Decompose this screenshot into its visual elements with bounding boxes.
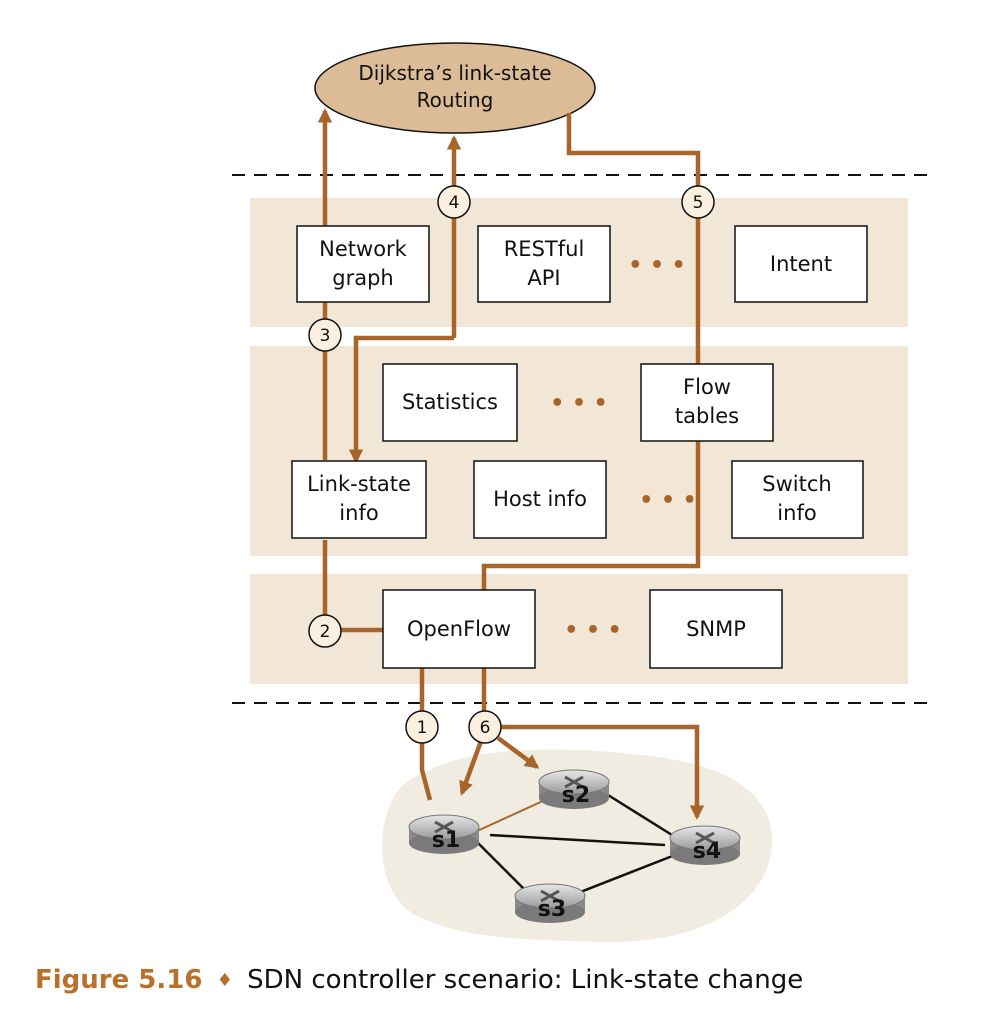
arrow-routing-to-flow-tables (566, 113, 701, 365)
step-1-label: 1 (417, 718, 428, 738)
statistics-box (382, 363, 518, 442)
link-state-info-label-line2: info (339, 501, 378, 525)
caption-separator: ♦ (216, 970, 233, 991)
routing-label-line2: Routing (417, 88, 494, 112)
step-badge-5: 5 (681, 185, 715, 219)
step-badge-3: 3 (308, 318, 342, 352)
sdn-diagram: Dijkstra’s link-state Routing Network gr… (232, 42, 935, 943)
router-cross-icon (540, 889, 560, 903)
intent-label: Intent (770, 252, 832, 276)
step-2-label: 2 (320, 622, 331, 642)
arrow-paths (317, 108, 705, 820)
caption-text: SDN controller scenario: Link-state chan… (247, 965, 804, 995)
southbound-ellipsis: • • • (564, 618, 622, 643)
host-info-box (473, 460, 607, 539)
flow-tables-box (640, 363, 774, 442)
figure-number: Figure 5.16 (35, 965, 203, 995)
step-badge-2: 2 (308, 614, 342, 648)
openflow-box (382, 589, 536, 669)
network-graph-label-line2: graph (332, 266, 393, 290)
router-cross-icon (695, 831, 715, 845)
link-s2-s4 (599, 788, 681, 842)
arrow-flow-tables-to-openflow (481, 440, 701, 590)
switch-s2: s2 (538, 769, 610, 809)
network-graph-box (296, 225, 430, 303)
link-s1-s2 (474, 799, 546, 833)
flow-tables-label-line2: tables (675, 404, 739, 428)
link-s1-s3 (474, 839, 531, 896)
link-s1-s4 (489, 833, 666, 847)
intent-box (734, 225, 868, 303)
restful-api-label-line2: API (527, 266, 560, 290)
switch-s3-label: s3 (538, 897, 566, 922)
switch-s3: s3 (514, 883, 586, 923)
snmp-box (649, 589, 783, 669)
step-badge-1: 1 (405, 710, 439, 744)
network-cloud (382, 749, 773, 943)
routing-label-line1: Dijkstra’s link-state (358, 61, 551, 85)
switch-s1-label: s1 (432, 828, 460, 853)
step-badge-6: 6 (468, 710, 502, 744)
step-5-label: 5 (693, 193, 704, 213)
switch-s4-label: s4 (693, 839, 721, 864)
host-info-label: Host info (493, 487, 587, 511)
state-ellipsis-bottom: • • • (639, 488, 697, 513)
switch-info-box (731, 460, 864, 539)
arrow-step6-to-s4 (498, 724, 705, 820)
arrow-s1-to-openflow (419, 668, 433, 801)
statistics-label: Statistics (402, 390, 498, 414)
restful-api-box (477, 225, 611, 303)
openflow-label: OpenFlow (407, 617, 511, 641)
switch-s4: s4 (669, 825, 741, 865)
router-cross-icon (564, 775, 584, 789)
network-graph-label-line1: Network (319, 237, 408, 261)
step-6-label: 6 (480, 718, 491, 738)
state-ellipsis-top: • • • (550, 391, 608, 416)
arrow-step4-to-linkstate (348, 335, 454, 464)
router-cross-icon (434, 820, 454, 834)
restful-api-label-line1: RESTful (504, 237, 585, 261)
switch-s1: s1 (408, 814, 480, 854)
switch-info-label-line1: Switch (762, 472, 831, 496)
step-4-label: 4 (449, 193, 460, 213)
switch-info-label-line2: info (777, 501, 816, 525)
dijkstra-routing-oval (314, 42, 596, 134)
switch-s2-label: s2 (562, 783, 590, 808)
northbound-ellipsis: • • • (628, 253, 686, 278)
figure-caption: Figure 5.16 ♦ SDN controller scenario: L… (35, 965, 803, 995)
step-badge-4: 4 (437, 185, 471, 219)
flow-tables-label-line1: Flow (683, 375, 731, 399)
snmp-label: SNMP (686, 617, 746, 641)
step-3-label: 3 (320, 326, 331, 346)
arrow-step6-to-s2 (496, 736, 540, 769)
link-state-info-box (291, 460, 427, 539)
link-state-info-label-line1: Link-state (307, 472, 411, 496)
